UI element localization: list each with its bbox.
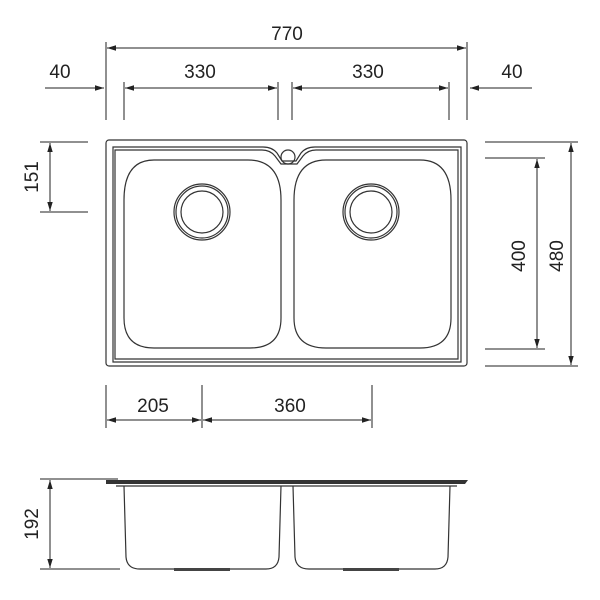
label-360: 360 bbox=[274, 396, 306, 417]
left-bowl bbox=[123, 159, 282, 349]
dim-right-depths: 400 480 bbox=[485, 141, 578, 367]
right-bowl bbox=[293, 159, 452, 349]
label-205: 205 bbox=[137, 396, 169, 417]
label-right-40: 40 bbox=[501, 62, 522, 83]
label-left-40: 40 bbox=[49, 62, 70, 83]
label-left-330: 330 bbox=[184, 62, 216, 83]
left-drain bbox=[173, 183, 231, 241]
dim-tap-to-drain: 151 bbox=[22, 141, 88, 213]
dim-bowl-height: 192 bbox=[22, 478, 120, 570]
label-151: 151 bbox=[22, 161, 43, 193]
sink-side-view bbox=[106, 480, 468, 571]
dim-row-second: 40 330 330 40 bbox=[45, 62, 532, 120]
label-right-330: 330 bbox=[352, 62, 384, 83]
label-400: 400 bbox=[509, 240, 530, 272]
label-192: 192 bbox=[22, 508, 43, 540]
label-480: 480 bbox=[547, 240, 568, 272]
sink-plan-view bbox=[105, 139, 468, 367]
dim-overall-width: 770 bbox=[105, 24, 468, 120]
tap-hole bbox=[280, 149, 296, 165]
label-770: 770 bbox=[271, 24, 303, 45]
right-drain bbox=[342, 183, 400, 241]
dim-drain-positions: 205 360 bbox=[105, 385, 373, 428]
